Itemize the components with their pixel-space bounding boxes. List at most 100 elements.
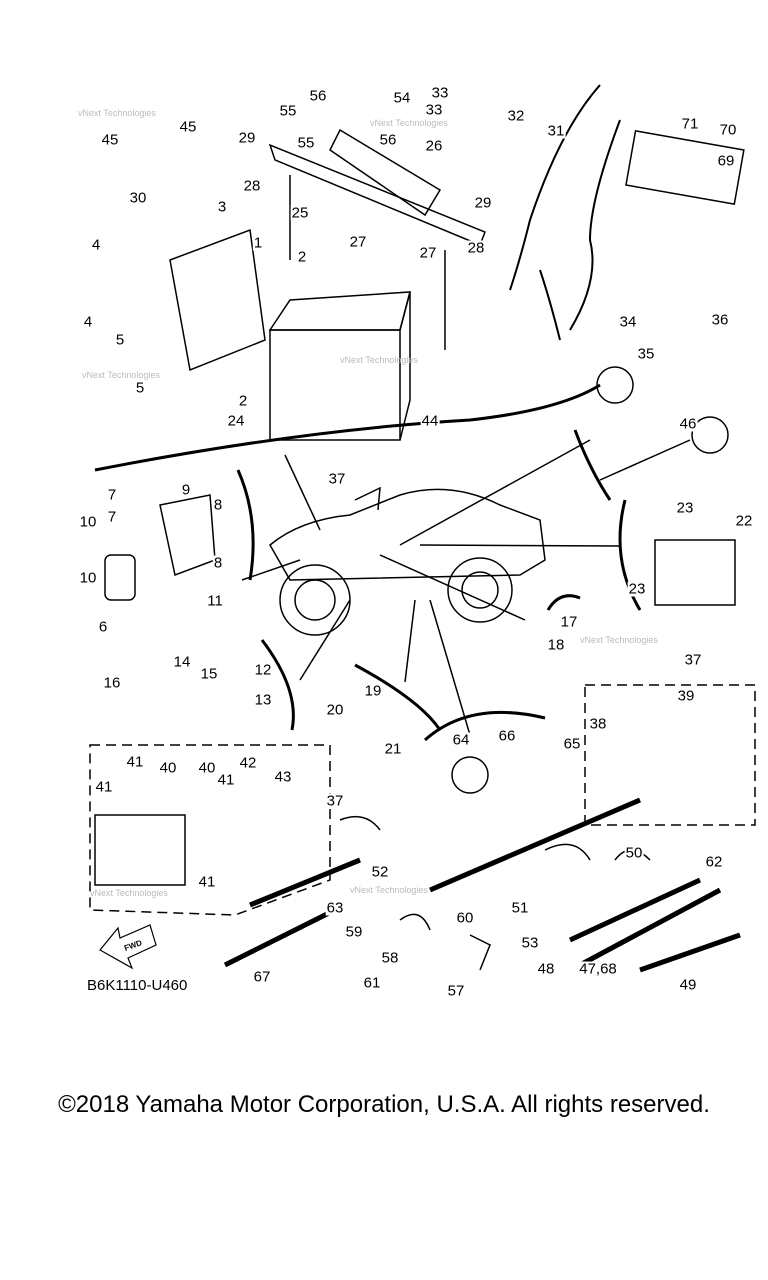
part-callout-60: 60: [455, 909, 475, 927]
part-callout-29: 29: [473, 194, 493, 212]
part-callout-70: 70: [718, 121, 738, 139]
part-callout-27: 27: [418, 244, 438, 262]
part-callout-18: 18: [546, 636, 566, 654]
part-callout-29: 29: [237, 129, 257, 147]
part-callout-59: 59: [344, 923, 364, 941]
part-callout-6: 6: [97, 618, 109, 636]
watermark: vNext Technologies: [90, 888, 168, 898]
part-callout-25: 25: [290, 204, 310, 222]
part-callout-8: 8: [212, 496, 224, 514]
group-bracket-right-mid: [618, 499, 642, 611]
fwd-arrow-icon: [99, 924, 157, 970]
group-bracket-top: [94, 383, 601, 472]
part-callout-2: 2: [296, 248, 308, 266]
part-callout-37: 37: [683, 651, 703, 669]
part-callout-32: 32: [506, 107, 526, 125]
part-callout-10: 10: [78, 513, 98, 531]
part-callout-21: 21: [383, 740, 403, 758]
part-callout-40: 40: [158, 759, 178, 777]
part-callout-65: 65: [562, 735, 582, 753]
watermark: vNext Technologies: [580, 635, 658, 645]
part-callout-7: 7: [106, 486, 118, 504]
part-callout-69: 69: [716, 152, 736, 170]
part-callout-1: 1: [252, 234, 264, 252]
atv-illustration: [269, 486, 546, 636]
part-callout-34: 34: [618, 313, 638, 331]
part-callout-5: 5: [134, 379, 146, 397]
part-callout-62: 62: [704, 853, 724, 871]
part-callout-30: 30: [128, 189, 148, 207]
part-callout-36: 36: [710, 311, 730, 329]
part-callout-41: 41: [216, 771, 236, 789]
part-callout-54: 54: [392, 89, 412, 107]
part-callout-16: 16: [102, 674, 122, 692]
part-callout-53: 53: [520, 934, 540, 952]
part-callout-63: 63: [325, 899, 345, 917]
part-callout-42: 42: [238, 754, 258, 772]
part-callout-31: 31: [546, 122, 566, 140]
watermark: vNext Technologies: [370, 118, 448, 128]
part-callout-10: 10: [78, 569, 98, 587]
part-callout-3: 3: [216, 198, 228, 216]
part-callout-35: 35: [636, 345, 656, 363]
part-callout-33: 33: [430, 84, 450, 102]
part-callout-23: 23: [675, 499, 695, 517]
part-callout-13: 13: [253, 691, 273, 709]
group-bracket-right-top: [573, 429, 612, 501]
battery-bracket: [268, 143, 486, 246]
part-callout-52: 52: [370, 863, 390, 881]
part-callout-41: 41: [94, 778, 114, 796]
group-bracket-right: [424, 710, 546, 742]
part-callout-5: 5: [114, 331, 126, 349]
group-bracket-left: [236, 469, 255, 581]
part-callout-37: 37: [325, 792, 345, 810]
wire-kit-outline: [584, 684, 756, 826]
part-callout-23: 23: [627, 580, 647, 598]
part-callout-19: 19: [363, 682, 383, 700]
group-bracket-mid: [354, 663, 442, 731]
part-callout-28: 28: [466, 239, 486, 257]
part-callout-64: 64: [451, 731, 471, 749]
part-callout-22: 22: [734, 512, 754, 530]
part-callout-51: 51: [510, 899, 530, 917]
part-callout-27: 27: [348, 233, 368, 251]
fuse-box-outline: [89, 744, 331, 916]
part-callout-14: 14: [172, 653, 192, 671]
watermark: vNext Technologies: [340, 355, 418, 365]
part-callout-28: 28: [242, 177, 262, 195]
part-callout-4: 4: [90, 236, 102, 254]
part-callout-57: 57: [446, 982, 466, 1000]
part-callout-20: 20: [325, 701, 345, 719]
part-callout-45: 45: [100, 131, 120, 149]
part-callout-71: 71: [680, 115, 700, 133]
group-bracket-bottom-left: [260, 639, 295, 731]
part-callout-66: 66: [497, 727, 517, 745]
part-callout-11: 11: [206, 592, 224, 610]
watermark: vNext Technologies: [350, 885, 428, 895]
part-callout-47-68: 47,68: [578, 960, 618, 978]
part-callout-7: 7: [106, 508, 118, 526]
wire-harness: [509, 84, 621, 341]
part-callout-48: 48: [536, 960, 556, 978]
part-callout-26: 26: [424, 137, 444, 155]
part-callout-41: 41: [197, 873, 217, 891]
cdi-unit: [169, 228, 266, 372]
part-callout-39: 39: [676, 687, 696, 705]
part-callout-55: 55: [296, 134, 316, 152]
part-callout-2: 2: [237, 392, 249, 410]
part-callout-9: 9: [180, 481, 192, 499]
part-callout-50: 50: [624, 844, 644, 862]
part-callout-56: 56: [308, 87, 328, 105]
part-callout-61: 61: [362, 974, 382, 992]
part-callout-17: 17: [559, 613, 579, 631]
part-callout-45: 45: [178, 118, 198, 136]
part-callout-8: 8: [212, 554, 224, 572]
diagram-code: B6K1110-U460: [87, 977, 188, 994]
part-callout-49: 49: [678, 976, 698, 994]
part-callout-43: 43: [273, 768, 293, 786]
part-callout-40: 40: [197, 759, 217, 777]
part-callout-12: 12: [253, 661, 273, 679]
part-callout-55: 55: [278, 102, 298, 120]
part-callout-41: 41: [125, 753, 145, 771]
part-callout-44: 44: [420, 412, 440, 430]
